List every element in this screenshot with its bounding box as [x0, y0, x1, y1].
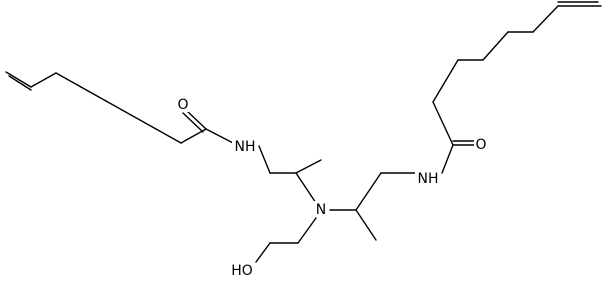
label-bg [176, 96, 190, 112]
bond-line [482, 31, 509, 61]
label-bg [232, 138, 258, 154]
atom-nh-right: NH [418, 171, 439, 187]
atom-hydroxyl: HO [231, 263, 253, 279]
atom-o-right: O [475, 137, 486, 153]
bond-line [432, 101, 454, 146]
bond-line [185, 109, 207, 130]
atom-labels: O NH N NH O HO [176, 96, 488, 279]
label-bg [314, 201, 328, 217]
bond-line [8, 75, 32, 91]
bond-line [130, 114, 157, 130]
label-bg [229, 262, 255, 278]
bond-line [80, 86, 107, 102]
bond-line [182, 112, 204, 133]
bond-line [205, 128, 236, 145]
bond-line [30, 72, 57, 88]
bond-line [295, 172, 317, 204]
bond-line [255, 242, 271, 263]
bond-line [355, 172, 382, 211]
bond-line [297, 217, 317, 244]
bond-line [155, 128, 182, 144]
atom-o-left: O [177, 97, 188, 113]
atom-nh-left: NH [235, 139, 256, 155]
bond-line [258, 145, 271, 174]
bond-line [295, 159, 322, 174]
bond-lines [5, 1, 602, 263]
bond-line [5, 71, 32, 88]
bond-line [105, 100, 132, 116]
label-bg [474, 136, 488, 152]
bond-line [355, 209, 377, 241]
bond-line [55, 72, 82, 88]
bond-line [532, 5, 559, 33]
atom-n-center: N [316, 202, 326, 218]
label-bg [415, 170, 441, 186]
bond-line [432, 59, 459, 103]
bond-line [441, 144, 454, 174]
